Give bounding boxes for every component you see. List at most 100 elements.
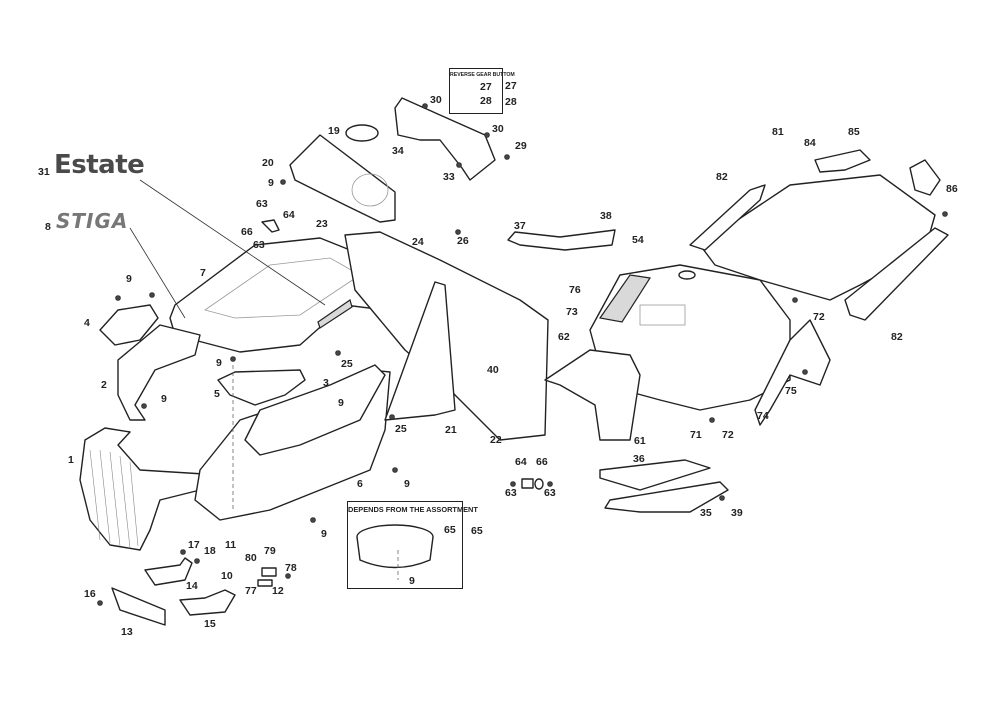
part-label-78: 78 bbox=[285, 562, 297, 574]
part-label-20: 20 bbox=[262, 157, 274, 169]
part-label-39: 39 bbox=[731, 507, 743, 519]
part-label-33: 33 bbox=[443, 171, 455, 183]
part-label-13: 13 bbox=[121, 626, 133, 638]
part-grey-cover bbox=[598, 274, 652, 323]
part-label-65: 65 bbox=[444, 524, 456, 536]
part-label-25: 25 bbox=[341, 358, 353, 370]
part-floor-mat-rear bbox=[507, 229, 616, 251]
part-side-panel bbox=[244, 364, 386, 456]
part-label-9: 9 bbox=[161, 393, 167, 405]
part-side-trim-left bbox=[689, 184, 766, 251]
part-front-plate bbox=[111, 587, 166, 626]
part-label-8: 8 bbox=[45, 221, 51, 233]
part-label-35: 35 bbox=[700, 507, 712, 519]
part-label-86: 86 bbox=[946, 183, 958, 195]
part-label-54: 54 bbox=[632, 234, 644, 246]
part-label-76: 76 bbox=[569, 284, 581, 296]
part-label-19: 19 bbox=[328, 125, 340, 137]
part-label-36: 36 bbox=[633, 453, 645, 465]
part-rear-fender bbox=[754, 319, 831, 426]
part-ring bbox=[356, 524, 434, 569]
part-label-28: 28 bbox=[480, 95, 492, 107]
part-label-22: 22 bbox=[490, 434, 502, 446]
part-side-trim-right bbox=[844, 227, 949, 321]
part-corner-piece bbox=[909, 159, 941, 196]
part-label-14: 14 bbox=[186, 580, 198, 592]
part-step-mat bbox=[599, 459, 711, 491]
part-label-9: 9 bbox=[268, 177, 274, 189]
part-label-30: 30 bbox=[430, 94, 442, 106]
part-label-27: 27 bbox=[505, 80, 517, 92]
part-step bbox=[604, 481, 729, 513]
part-label-64: 64 bbox=[283, 209, 295, 221]
part-label-37: 37 bbox=[514, 220, 526, 232]
part-label-11: 11 bbox=[225, 539, 237, 551]
part-rear-lower-panel bbox=[544, 349, 641, 441]
part-label-81: 81 bbox=[772, 126, 784, 138]
part-label-65: 65 bbox=[471, 525, 483, 537]
part-bracket-15 bbox=[179, 589, 236, 616]
part-label-30: 30 bbox=[492, 123, 504, 135]
assortment-inset: DEPENDS FROM THE ASSORTMENT 65 9 bbox=[347, 501, 478, 589]
part-label-63: 63 bbox=[505, 487, 517, 499]
part-label-64: 64 bbox=[515, 456, 527, 468]
part-label-27: 27 bbox=[480, 81, 492, 93]
part-label-66: 66 bbox=[536, 456, 548, 468]
part-label-40: 40 bbox=[487, 364, 499, 376]
part-label-21: 21 bbox=[445, 424, 457, 436]
part-label-10: 10 bbox=[221, 570, 233, 582]
part-label-31: 31 bbox=[38, 166, 50, 178]
part-label-18: 18 bbox=[204, 545, 216, 557]
part-label-23: 23 bbox=[316, 218, 328, 230]
part-trim bbox=[217, 369, 306, 406]
part-label-1: 1 bbox=[68, 454, 74, 466]
part-vertical-panel bbox=[384, 281, 456, 421]
part-label-72: 72 bbox=[813, 311, 825, 323]
reverse-gear-inset: REVERSE GEAR BUTTOM 27 28 bbox=[449, 68, 515, 114]
part-label-24: 24 bbox=[412, 236, 424, 248]
part-label-29: 29 bbox=[515, 140, 527, 152]
part-64-mid bbox=[521, 478, 534, 489]
part-top-bracket bbox=[814, 149, 871, 173]
stiga-logo: STIGA bbox=[56, 209, 129, 233]
part-label-82: 82 bbox=[891, 331, 903, 343]
part-label-63: 63 bbox=[544, 487, 556, 499]
part-label-77: 77 bbox=[245, 585, 257, 597]
part-label-63: 63 bbox=[256, 198, 268, 210]
part-77 bbox=[257, 579, 273, 587]
part-label-9: 9 bbox=[216, 357, 222, 369]
part-label-6: 6 bbox=[357, 478, 363, 490]
part-console bbox=[394, 97, 496, 181]
part-steering-cup bbox=[345, 124, 379, 142]
part-side-panel-left bbox=[99, 304, 159, 346]
part-label-25: 25 bbox=[395, 423, 407, 435]
screws bbox=[97, 103, 948, 606]
part-label-66: 66 bbox=[241, 226, 253, 238]
part-label-17: 17 bbox=[188, 539, 200, 551]
part-label-82: 82 bbox=[716, 171, 728, 183]
part-label-79: 79 bbox=[264, 545, 276, 557]
part-label-9-inset: 9 bbox=[409, 575, 415, 587]
part-label-28: 28 bbox=[505, 96, 517, 108]
reverse-gear-title: REVERSE GEAR BUTTOM bbox=[450, 72, 515, 78]
part-label-85: 85 bbox=[848, 126, 860, 138]
part-label-9: 9 bbox=[338, 397, 344, 409]
part-label-15: 15 bbox=[204, 618, 216, 630]
part-label-75: 75 bbox=[785, 385, 797, 397]
part-label-2: 2 bbox=[101, 379, 107, 391]
part-label-38: 38 bbox=[600, 210, 612, 222]
part-label-4: 4 bbox=[84, 317, 90, 329]
part-label-73: 73 bbox=[566, 306, 578, 318]
part-label-84: 84 bbox=[804, 137, 816, 149]
part-label-74: 74 bbox=[757, 410, 769, 422]
assortment-title: DEPENDS FROM THE ASSORTMENT bbox=[348, 505, 478, 514]
part-grille bbox=[79, 427, 221, 551]
part-64-top bbox=[261, 219, 280, 233]
part-label-3: 3 bbox=[323, 377, 329, 389]
part-label-9: 9 bbox=[321, 528, 327, 540]
part-79 bbox=[261, 567, 277, 577]
part-label-7: 7 bbox=[200, 267, 206, 279]
part-bracket-14 bbox=[144, 557, 193, 586]
estate-logo: Estate bbox=[54, 150, 145, 180]
part-label-9: 9 bbox=[126, 273, 132, 285]
